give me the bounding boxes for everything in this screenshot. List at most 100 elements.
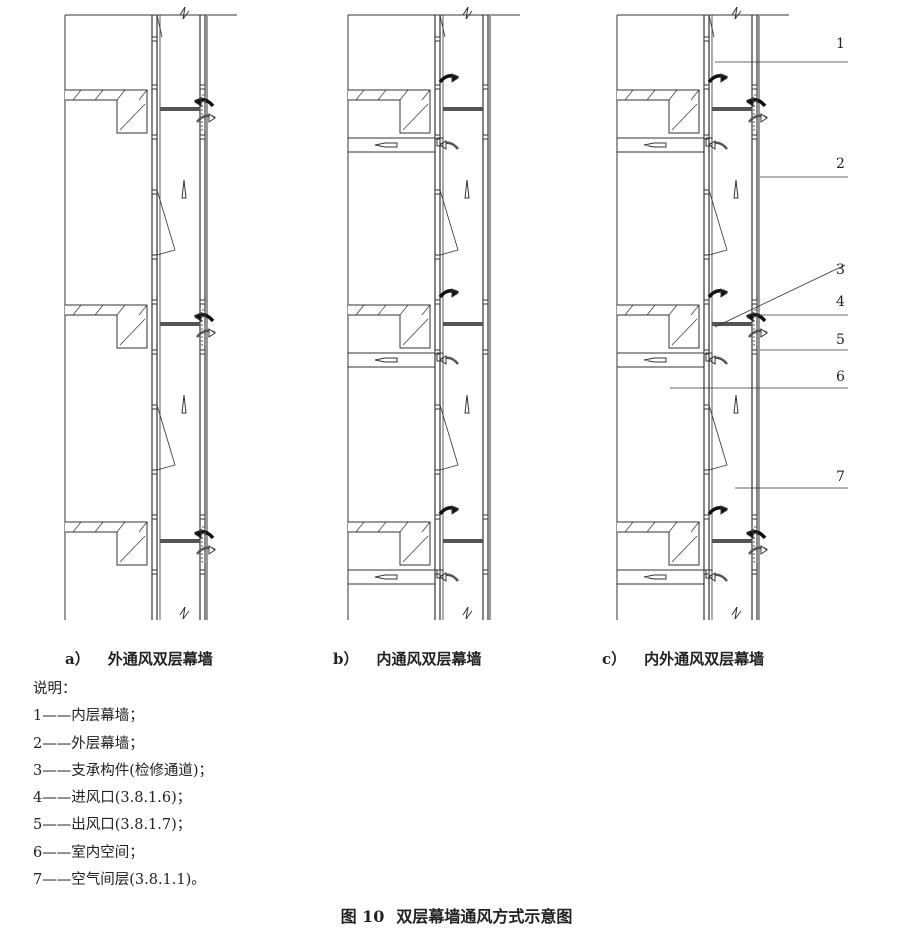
sunshade-blind <box>708 404 728 471</box>
slab-hatch <box>402 535 429 563</box>
mullion-joint <box>703 189 710 195</box>
caption-text: 内外通风双层幕墙 <box>644 650 765 668</box>
break-symbol <box>462 6 473 20</box>
mullion-joint <box>434 254 441 260</box>
slab-hatch <box>116 304 126 316</box>
slab-hatch <box>94 521 104 533</box>
floor-slab <box>348 304 431 349</box>
legend-item: 1——内层幕墙； <box>33 708 144 725</box>
mullion-joint <box>703 514 710 520</box>
curtain-wall-sections <box>64 6 848 620</box>
break-symbol <box>731 606 742 620</box>
break-symbol <box>179 606 190 620</box>
airflow-up-arrow <box>181 394 187 414</box>
caption-b: b） 内通风双层幕墙 <box>333 648 500 669</box>
slab-hatch <box>72 304 82 316</box>
mullion-joint <box>151 84 158 90</box>
sunshade-blind <box>708 14 715 38</box>
mullion-joint <box>199 299 206 305</box>
callout-6: 6 <box>836 369 845 385</box>
mullion-joint <box>434 404 441 410</box>
slab-hatch <box>138 304 148 316</box>
support-member <box>712 539 752 543</box>
inner-vent-arrow-head <box>451 505 459 515</box>
floor-slab <box>617 89 700 134</box>
slab-hatch <box>402 103 429 131</box>
support-member <box>712 322 752 326</box>
legend-item: 6——室内空间； <box>33 844 144 861</box>
support-member <box>160 107 200 111</box>
caption-letter: a） <box>65 650 90 668</box>
inner-vent <box>436 352 444 362</box>
callout-1: 1 <box>836 36 845 52</box>
mullion-joint <box>751 514 758 520</box>
slab-hatch <box>355 304 365 316</box>
vent-opening <box>753 309 758 346</box>
slab-hatch <box>624 304 634 316</box>
air-inlet-arrow-head <box>746 529 754 539</box>
mullion-joint <box>751 84 758 90</box>
slab-hatch <box>624 89 634 101</box>
inner-vent-arrow-head <box>720 505 728 515</box>
caption-a: a）外通风双层幕墙 <box>65 648 231 669</box>
slab-hatch <box>377 304 387 316</box>
caption-letter: b） <box>333 650 359 668</box>
mullion-joint <box>151 404 158 410</box>
mullion-joint <box>151 189 158 195</box>
air-outlet-arrow-head <box>208 545 216 555</box>
mullion-joint <box>751 299 758 305</box>
mullion-joint <box>703 254 710 260</box>
sunshade-blind <box>439 189 459 256</box>
inner-vent <box>705 352 713 362</box>
mullion-joint <box>434 84 441 90</box>
air-inlet-arrow-head <box>746 312 754 322</box>
mullion-joint <box>703 469 710 475</box>
mullion-joint <box>199 349 206 355</box>
inner-vent-arrow-head <box>720 288 728 298</box>
slab-hatch <box>94 89 104 101</box>
slab-hatch <box>119 535 146 563</box>
legend-title: 说明： <box>33 681 77 697</box>
slab-hatch <box>690 89 700 101</box>
air-outlet-arrow-head <box>760 545 768 555</box>
air-return-arrow <box>374 142 398 148</box>
floor-slab <box>65 89 148 134</box>
slab-hatch <box>668 89 678 101</box>
airflow-up-arrow <box>464 394 470 414</box>
slab-hatch <box>671 318 698 346</box>
legend-item: 3——支承构件(检修通道)； <box>33 762 214 779</box>
slab-hatch <box>377 89 387 101</box>
slab-hatch <box>119 103 146 131</box>
air-return-arrow <box>374 574 398 580</box>
inner-vent-arrow-head <box>720 73 728 83</box>
air-outlet-arrow-head <box>760 113 768 123</box>
support-member <box>443 107 483 111</box>
mullion-joint <box>434 299 441 305</box>
airflow-up-arrow <box>733 179 739 199</box>
figure-number: 图 10 <box>340 907 385 926</box>
slab-hatch <box>72 521 82 533</box>
vent-opening <box>201 309 206 346</box>
air-inlet-arrow-head <box>746 97 754 107</box>
caption-text: 内通风双层幕墙 <box>376 650 482 668</box>
slab-hatch <box>671 535 698 563</box>
mullion-joint <box>199 514 206 520</box>
sunshade-blind <box>156 189 176 256</box>
mullion-joint <box>703 84 710 90</box>
leader-line-3 <box>714 264 846 328</box>
air-return-arrow <box>643 142 667 148</box>
slab-hatch <box>646 521 656 533</box>
legend-item: 2——外层幕墙； <box>33 735 144 752</box>
air-outlet-arrow-head <box>208 328 216 338</box>
callout-2: 2 <box>836 156 845 172</box>
slab-hatch <box>646 304 656 316</box>
mullion-joint <box>482 134 489 140</box>
air-inlet-arrow-head <box>194 97 202 107</box>
inner-vent <box>436 569 444 579</box>
floor-slab <box>348 89 431 134</box>
slab-hatch <box>94 304 104 316</box>
mullion-joint <box>151 254 158 260</box>
mullion-joint <box>751 569 758 575</box>
legend-item: 5——出风口(3.8.1.7)； <box>33 817 192 834</box>
